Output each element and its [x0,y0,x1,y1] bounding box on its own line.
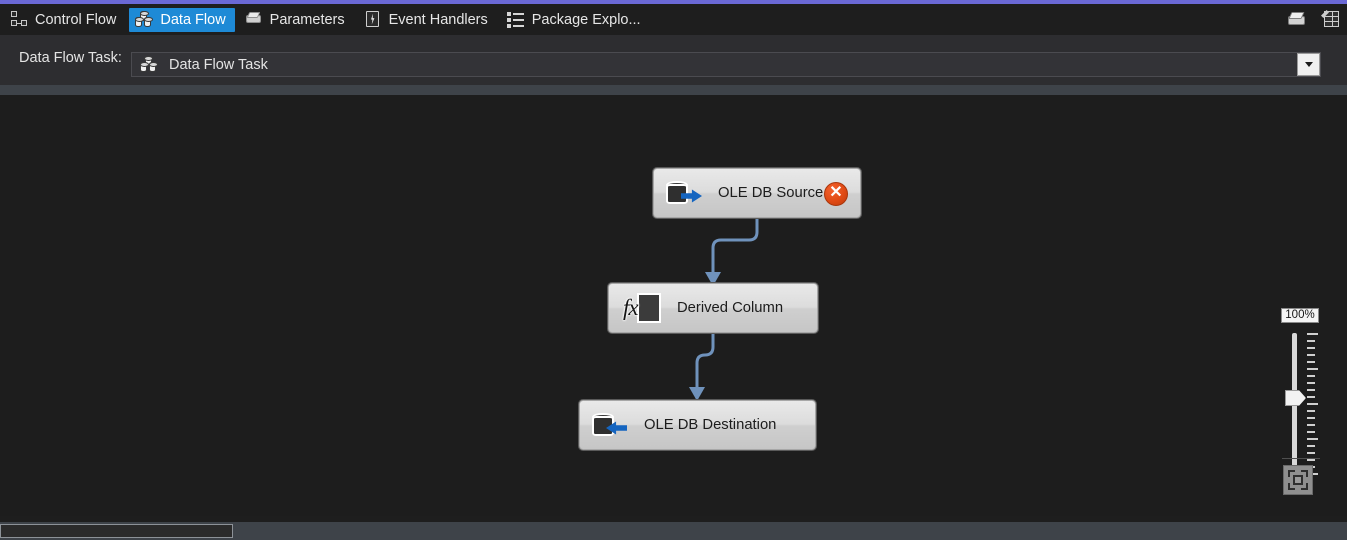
zoom-tick [1307,333,1318,335]
node-ole-db-source[interactable]: OLE DB Source ✕ [653,168,861,218]
connector-derived-to-destination [695,333,715,387]
zoom-tick [1307,445,1315,447]
event-handlers-icon [364,11,382,28]
node-derived-column-label: Derived Column [677,300,784,316]
fit-to-window-glyph [1288,470,1308,490]
data-grid-icon[interactable] [1321,10,1341,29]
database-out-icon [664,178,704,208]
zoom-tick [1307,382,1315,384]
tab-parameters-label: Parameters [269,11,345,28]
control-flow-icon [10,11,28,28]
tab-data-flow-label: Data Flow [160,11,226,28]
package-box-icon[interactable] [1287,10,1307,29]
chevron-down-icon[interactable] [1297,53,1320,76]
connector-arrow-derived [705,272,721,286]
designer-tab-strip: Control Flow Data Flow Parameters Event … [0,4,1347,35]
data-flow-task-label: Data Flow Task: [19,50,122,66]
zoom-tick [1307,354,1315,356]
parameters-icon [245,11,263,28]
zoom-tick [1307,389,1315,391]
zoom-tick [1307,431,1315,433]
node-ole-db-destination-label: OLE DB Destination [644,417,777,433]
fx-icon: fx [621,291,663,325]
zoom-slider-ticks [1307,333,1318,476]
data-flow-task-icon [139,55,158,73]
zoom-tick [1307,396,1315,398]
fit-to-window-icon[interactable] [1283,465,1313,495]
tab-event-handlers[interactable]: Event Handlers [358,8,497,32]
zoom-tick [1307,340,1315,342]
zoom-tick [1307,368,1318,370]
designer-toolbar-right [1287,4,1341,35]
zoom-percent-readout: 100% [1281,308,1319,323]
error-x-glyph: ✕ [829,184,843,201]
data-flow-task-value: Data Flow Task [169,56,268,73]
zoom-tick [1307,452,1315,454]
database-in-icon [590,410,630,440]
window-accent-bar [0,0,1347,4]
connector-arrow-destination [689,387,705,401]
tab-event-handlers-label: Event Handlers [388,11,488,28]
zoom-control: 100% [1278,308,1324,503]
zoom-panel-divider [1282,458,1320,459]
data-flow-task-combobox[interactable]: Data Flow Task [131,52,1321,77]
toolbar-separator-band [0,85,1347,95]
tab-parameters[interactable]: Parameters [239,8,354,32]
zoom-tick [1307,424,1315,426]
zoom-tick [1307,417,1315,419]
horizontal-scrollbar-track[interactable] [0,522,1347,540]
zoom-tick [1307,347,1315,349]
tab-package-explorer-label: Package Explo... [531,11,641,28]
package-explorer-icon [506,11,525,28]
node-ole-db-source-label: OLE DB Source [718,185,824,201]
zoom-tick [1307,375,1315,377]
tab-control-flow[interactable]: Control Flow [4,8,125,32]
zoom-tick [1307,438,1318,440]
data-flow-canvas[interactable]: OLE DB Source ✕ fx Derived Column OLE DB… [0,95,1347,516]
zoom-tick [1307,403,1318,405]
data-flow-icon [135,10,154,28]
node-ole-db-destination[interactable]: OLE DB Destination [579,400,816,450]
zoom-tick [1307,410,1315,412]
zoom-tick [1307,459,1315,461]
tab-control-flow-label: Control Flow [35,11,117,28]
node-derived-column[interactable]: fx Derived Column [608,283,818,333]
tab-package-explorer[interactable]: Package Explo... [501,8,650,32]
horizontal-scrollbar-thumb[interactable] [0,524,233,538]
slider-thumb-icon[interactable] [1285,390,1306,406]
tab-data-flow[interactable]: Data Flow [129,7,235,32]
zoom-tick [1307,361,1315,363]
error-x-icon[interactable]: ✕ [824,182,848,206]
connector-source-to-derived [711,218,759,272]
connector-layer [689,218,759,401]
